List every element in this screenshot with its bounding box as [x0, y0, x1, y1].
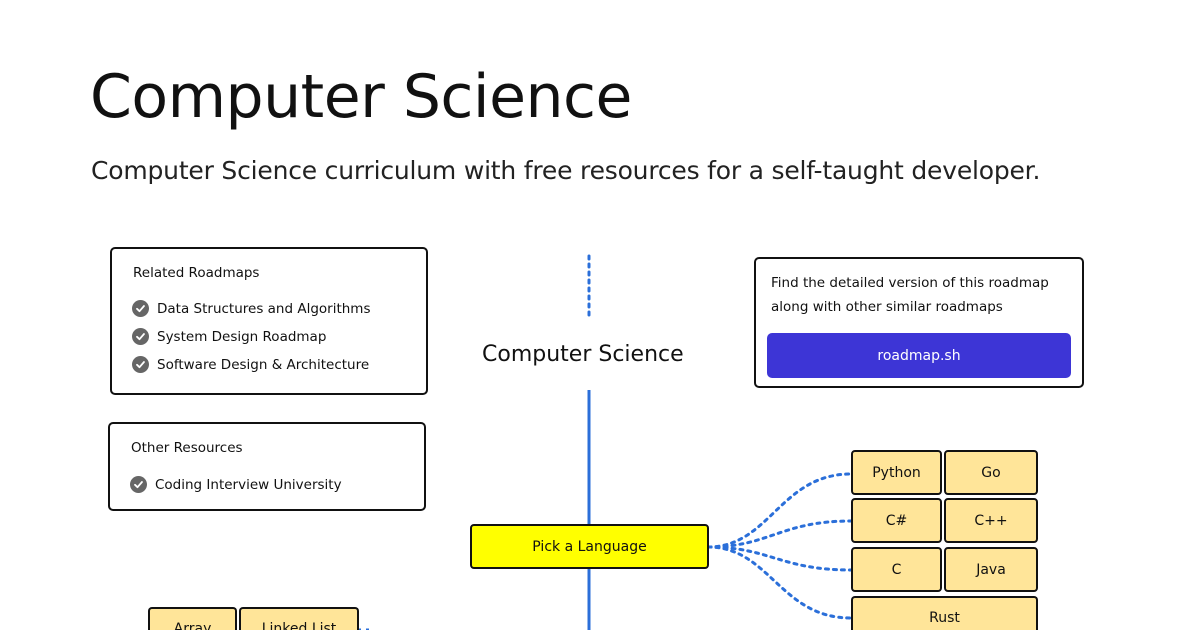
cta-text: Find the detailed version of this roadma…: [771, 275, 1049, 315]
other-resource-label: Coding Interview University: [155, 476, 342, 493]
related-roadmap-label: Software Design & Architecture: [157, 356, 370, 373]
check-circle-icon: [132, 356, 149, 373]
related-roadmaps-title: Related Roadmaps: [133, 265, 260, 281]
language-node-python[interactable]: Python: [851, 450, 942, 495]
connector-csharp: [706, 519, 853, 549]
check-circle-icon: [130, 476, 147, 493]
language-node-csharp[interactable]: C#: [851, 498, 942, 543]
page-title: Computer Science: [90, 62, 632, 132]
connector-c: [706, 545, 853, 572]
related-roadmap-label: Data Structures and Algorithms: [157, 300, 371, 317]
related-roadmaps-panel: Related Roadmaps Data Structures and Alg…: [110, 247, 428, 395]
cta-panel: Find the detailed version of this roadma…: [754, 257, 1084, 388]
language-node-go[interactable]: Go: [944, 450, 1038, 495]
node-array[interactable]: Array: [148, 607, 237, 630]
roadmap-sh-button[interactable]: roadmap.sh: [767, 333, 1071, 378]
connector-python: [706, 472, 853, 549]
pick-language-node[interactable]: Pick a Language: [470, 524, 709, 569]
node-linked-list[interactable]: Linked List: [239, 607, 359, 630]
other-resources-title: Other Resources: [131, 440, 243, 456]
language-node-c[interactable]: C: [851, 547, 942, 592]
check-circle-icon: [132, 300, 149, 317]
language-node-cpp[interactable]: C++: [944, 498, 1038, 543]
check-circle-icon: [132, 328, 149, 345]
related-roadmap-item[interactable]: Data Structures and Algorithms: [132, 300, 371, 317]
other-resource-item[interactable]: Coding Interview University: [130, 476, 342, 493]
related-roadmap-item[interactable]: System Design Roadmap: [132, 328, 326, 345]
language-node-java[interactable]: Java: [944, 547, 1038, 592]
language-node-rust[interactable]: Rust: [851, 596, 1038, 630]
page-subtitle: Computer Science curriculum with free re…: [91, 156, 1041, 185]
diagram-center-title: Computer Science: [482, 342, 684, 367]
other-resources-panel: Other Resources Coding Interview Univers…: [108, 422, 426, 511]
connector-rust: [706, 545, 853, 620]
related-roadmap-item[interactable]: Software Design & Architecture: [132, 356, 369, 373]
related-roadmap-label: System Design Roadmap: [157, 328, 327, 345]
